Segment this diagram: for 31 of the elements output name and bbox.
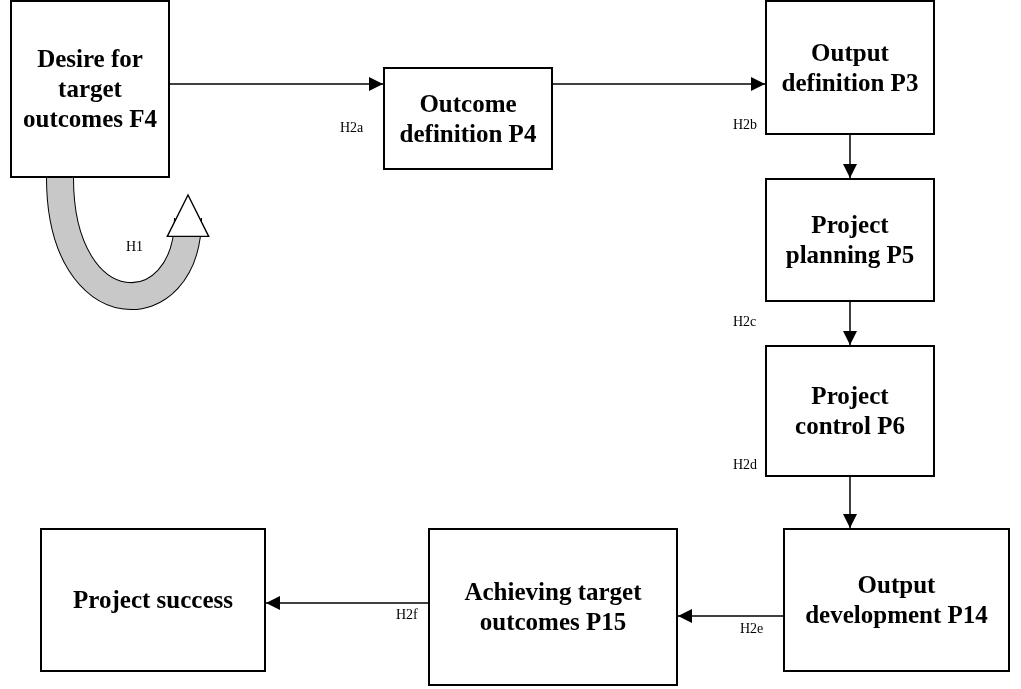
hypothesis-label: H2c — [733, 315, 757, 329]
process-box — [765, 0, 935, 135]
arrow — [843, 134, 857, 179]
box-text: Project planning P5 — [784, 210, 916, 270]
box-text: Achieving target outcomes P15 — [463, 577, 643, 637]
process-box — [10, 0, 170, 178]
arrow — [677, 609, 784, 623]
process-box — [783, 528, 1010, 672]
hypothesis-label: H2a — [340, 121, 364, 135]
box-text: Output definition P3 — [780, 37, 920, 98]
process-box — [40, 528, 266, 672]
hypothesis-label: H2d — [733, 458, 758, 472]
process-box — [428, 528, 678, 686]
hypothesis-label: H2f — [396, 608, 418, 622]
box-text: Project control P6 — [794, 381, 906, 441]
hypothesis-label: H2b — [733, 118, 758, 132]
box-text: Outcome definition P4 — [398, 88, 538, 149]
box-text: Output development P14 — [804, 570, 989, 630]
arrow — [265, 596, 429, 610]
box-text: Project success — [73, 585, 233, 615]
process-box — [383, 67, 553, 170]
hypothesis-label: H1 — [126, 240, 144, 254]
arrow — [843, 476, 857, 529]
arrow — [552, 77, 766, 91]
process-box — [765, 178, 935, 302]
arrow — [843, 301, 857, 346]
process-box — [765, 345, 935, 477]
curved-block-arrow — [47, 177, 208, 309]
box-text: Desire for target outcomes F4 — [22, 44, 158, 134]
hypothesis-label: H2e — [740, 622, 764, 636]
arrow — [169, 77, 384, 91]
